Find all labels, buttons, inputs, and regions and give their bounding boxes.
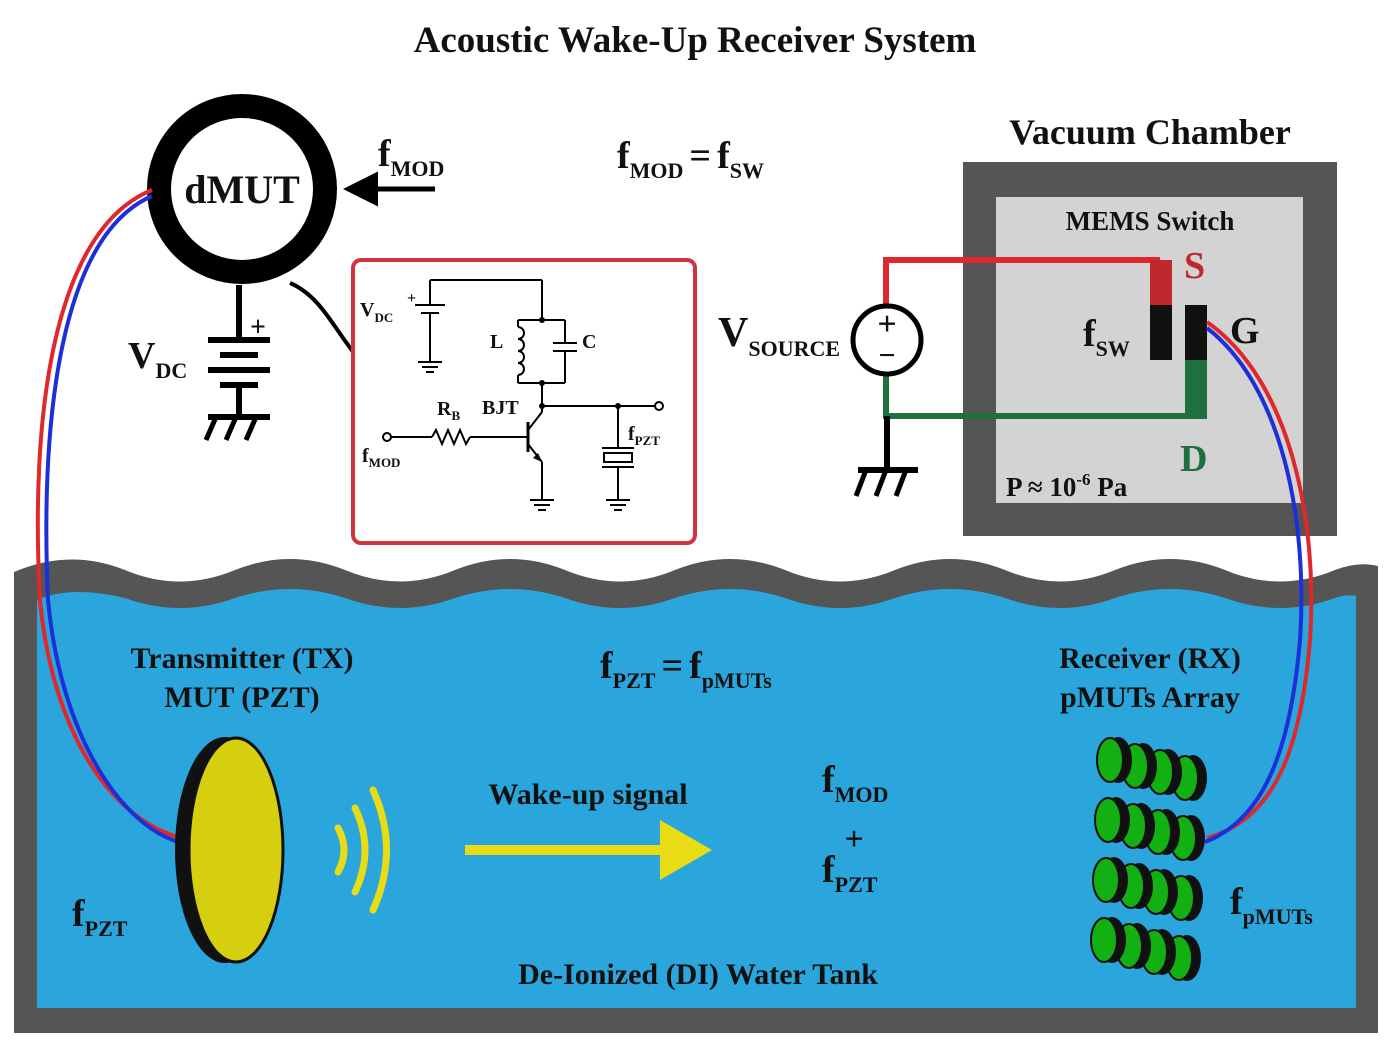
- tx-fpzt-label: fPZT: [72, 893, 128, 941]
- inductor-label: L: [490, 331, 503, 353]
- dmut-fmod-label: fMOD: [378, 133, 444, 181]
- oscillator-circuit: VDC + L C BJT R: [351, 258, 697, 545]
- circuit-vdc-label: VDC: [360, 299, 393, 325]
- vacuum-chamber: Vacuum Chamber MEMS Switch: [963, 112, 1337, 536]
- pmut-element: [1090, 917, 1118, 963]
- mix-fmod-label: fMOD: [822, 759, 888, 807]
- water-tank-label: De-Ionized (DI) Water Tank: [518, 958, 878, 991]
- battery-plus-sign: +: [250, 312, 266, 343]
- rx-blue-wire: [1204, 326, 1304, 844]
- input-terminal: [382, 432, 392, 442]
- transmitter-disc: [187, 736, 285, 964]
- inductor-icon: [517, 326, 525, 376]
- sound-wave-icon: [334, 786, 390, 914]
- tx-blue-wire: [44, 194, 183, 845]
- circuit-fpzt-label: fPZT: [628, 423, 660, 448]
- rx-fpmuts-label: fpMUTs: [1230, 881, 1313, 929]
- circuit-box: [351, 258, 697, 545]
- dmut-ring: [147, 94, 337, 284]
- water-tank: [14, 559, 1378, 1033]
- pmut-array: [1090, 737, 1207, 981]
- resistor-label: RB: [437, 398, 460, 423]
- wake-up-signal-label: Wake-up signal: [488, 778, 687, 811]
- gate-electrode: [1185, 305, 1207, 360]
- dmut-vdc-label: VDC: [128, 335, 187, 383]
- resistor-icon: [431, 427, 471, 447]
- water: [37, 589, 1356, 1008]
- drain-electrode: [1185, 360, 1207, 419]
- switch-frequency-label: fSW: [1083, 313, 1130, 361]
- rx-red-wire: [1205, 320, 1314, 840]
- mems-switch-label: MEMS Switch: [1066, 206, 1235, 236]
- chamber-pressure-label: P ≈ 10-6 Pa: [1006, 470, 1128, 502]
- fpzt-equals-fpmuts: fPZT=fpMUTs: [600, 645, 772, 693]
- pmut-element: [1092, 857, 1120, 903]
- source-minus-sign: −: [878, 339, 895, 372]
- source-terminal-label: S: [1184, 245, 1205, 287]
- voltage-source-symbol: [850, 303, 924, 377]
- receiver-type-label: pMUTs Array: [1060, 681, 1240, 714]
- source-electrode: [1150, 260, 1172, 305]
- pmut-element: [1094, 797, 1122, 843]
- diagram-title: Acoustic Wake-Up Receiver System: [414, 20, 977, 61]
- circuit-vdc-plus: +: [407, 290, 416, 307]
- vacuum-chamber-title: Vacuum Chamber: [1009, 112, 1291, 152]
- drain-terminal-label: D: [1180, 438, 1207, 480]
- source-red-wire: [883, 257, 1160, 322]
- capacitor-label: C: [582, 331, 596, 353]
- dmut-label: dMUT: [184, 167, 300, 212]
- transmitter-label: Transmitter (TX): [130, 642, 353, 675]
- source-plus-sign: +: [877, 306, 896, 343]
- circuit-fmod-label: fMOD: [362, 445, 400, 470]
- mix-fpzt-label: fPZT: [822, 849, 878, 897]
- transmitter-type-label: MUT (PZT): [164, 681, 319, 714]
- receiver-label: Receiver (RX): [1059, 642, 1241, 675]
- chamber-interior: [996, 197, 1303, 503]
- output-terminal: [654, 401, 664, 411]
- switch-beam: [1150, 305, 1172, 360]
- vsource-label: VSOURCE: [718, 310, 840, 361]
- fmod-equals-fsw: fMOD=fSW: [617, 135, 764, 183]
- mix-plus-sign: +: [844, 821, 863, 858]
- bjt-label: BJT: [482, 397, 519, 419]
- pmut-element: [1096, 737, 1124, 783]
- voltage-source: + − VSOURCE: [718, 303, 924, 497]
